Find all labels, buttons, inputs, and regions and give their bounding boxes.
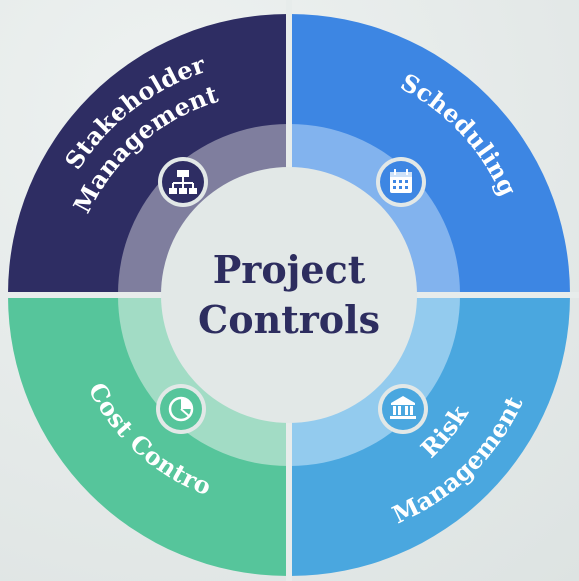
calendar-icon [376, 157, 426, 207]
center-circle [161, 167, 417, 423]
pie-chart-icon [156, 384, 206, 434]
bank-icon [378, 384, 428, 434]
center-title-line1: Project [213, 247, 366, 292]
org-chart-icon [158, 157, 208, 207]
center-title-line2: Controls [198, 297, 380, 342]
